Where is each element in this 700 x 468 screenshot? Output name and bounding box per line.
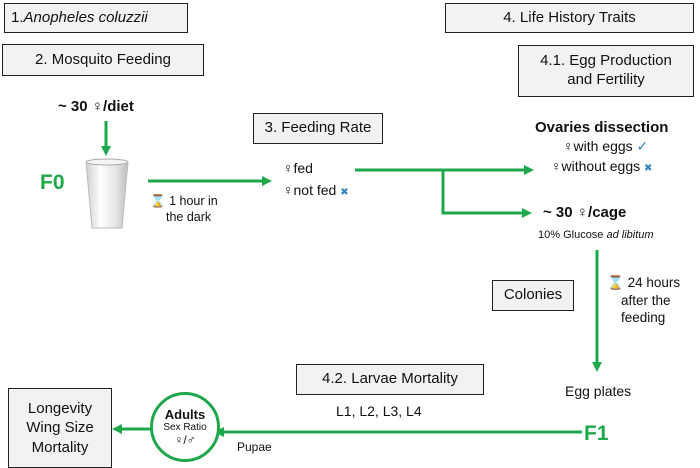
pupae-label: Pupae bbox=[237, 440, 272, 454]
check-icon: ✓ bbox=[636, 138, 649, 154]
life-history-box: 4. Life History Traits bbox=[445, 3, 694, 33]
with-eggs-label: ♀with eggs ✓ bbox=[563, 138, 649, 154]
dark-note: ⌛ 1 hour in the dark bbox=[150, 194, 218, 225]
feeding-rate-label: 3. Feeding Rate bbox=[264, 119, 372, 137]
outcomes-box: Longevity Wing Size Mortality bbox=[8, 388, 112, 468]
outcome-longevity: Longevity bbox=[27, 399, 93, 417]
mosquito-feeding-label: 2. Mosquito Feeding bbox=[35, 50, 171, 68]
f0-label: F0 bbox=[40, 171, 65, 194]
without-eggs-label: ♀without eggs ✖ bbox=[551, 158, 653, 174]
larvae-mortality-box: 4.2. Larvae Mortality bbox=[296, 364, 484, 395]
hours-note: ⌛ 24 hours after the feeding bbox=[607, 275, 681, 326]
adults-circle: Adults Sex Ratio ♀/♂ bbox=[150, 392, 220, 462]
egg-production-line2: and Fertility bbox=[567, 71, 645, 88]
arrow-fed-to-cage bbox=[441, 170, 532, 218]
egg-production-box: 4.1. Egg Production and Fertility bbox=[518, 45, 694, 97]
adults-label: Adults bbox=[164, 407, 206, 422]
per-diet-label: ~ 30 ♀/diet bbox=[58, 98, 134, 115]
hourglass-icon: ⌛ bbox=[607, 275, 624, 290]
life-history-label: 4. Life History Traits bbox=[503, 8, 636, 26]
species-box: 1. Anopheles coluzzii bbox=[4, 3, 188, 33]
glucose-label: 10% Glucose ad libitum bbox=[538, 229, 654, 241]
colonies-label: Colonies bbox=[503, 286, 563, 304]
larval-stages-label: L1, L2, L3, L4 bbox=[336, 403, 422, 419]
ovaries-title: Ovaries dissection bbox=[535, 119, 669, 136]
sex-ratio-label: Sex Ratio bbox=[163, 422, 207, 433]
cross-icon: ✖ bbox=[340, 187, 349, 198]
not-fed-label: ♀not fed ✖ bbox=[283, 182, 349, 198]
fed-label: ♀fed bbox=[283, 160, 313, 176]
f1-label: F1 bbox=[584, 422, 609, 445]
hourglass-icon: ⌛ bbox=[150, 194, 166, 208]
outcome-wing-size: Wing Size bbox=[26, 419, 94, 437]
species-name: Anopheles coluzzii bbox=[23, 8, 148, 26]
sex-symbols: ♀/♂ bbox=[174, 433, 196, 447]
mosquito-feeding-box: 2. Mosquito Feeding bbox=[2, 44, 204, 76]
colonies-box: Colonies bbox=[492, 280, 574, 311]
feeding-rate-box: 3. Feeding Rate bbox=[253, 113, 383, 144]
larvae-mortality-label: 4.2. Larvae Mortality bbox=[322, 370, 458, 388]
species-number: 1. bbox=[11, 8, 24, 26]
egg-production-line1: 4.1. Egg Production bbox=[540, 52, 672, 70]
outcome-mortality: Mortality bbox=[31, 438, 89, 456]
per-cage-label: ~ 30 ♀/cage bbox=[543, 204, 627, 221]
feeding-cup-icon bbox=[85, 158, 129, 229]
egg-plates-label: Egg plates bbox=[565, 383, 632, 399]
cross-icon: ✖ bbox=[644, 163, 653, 174]
